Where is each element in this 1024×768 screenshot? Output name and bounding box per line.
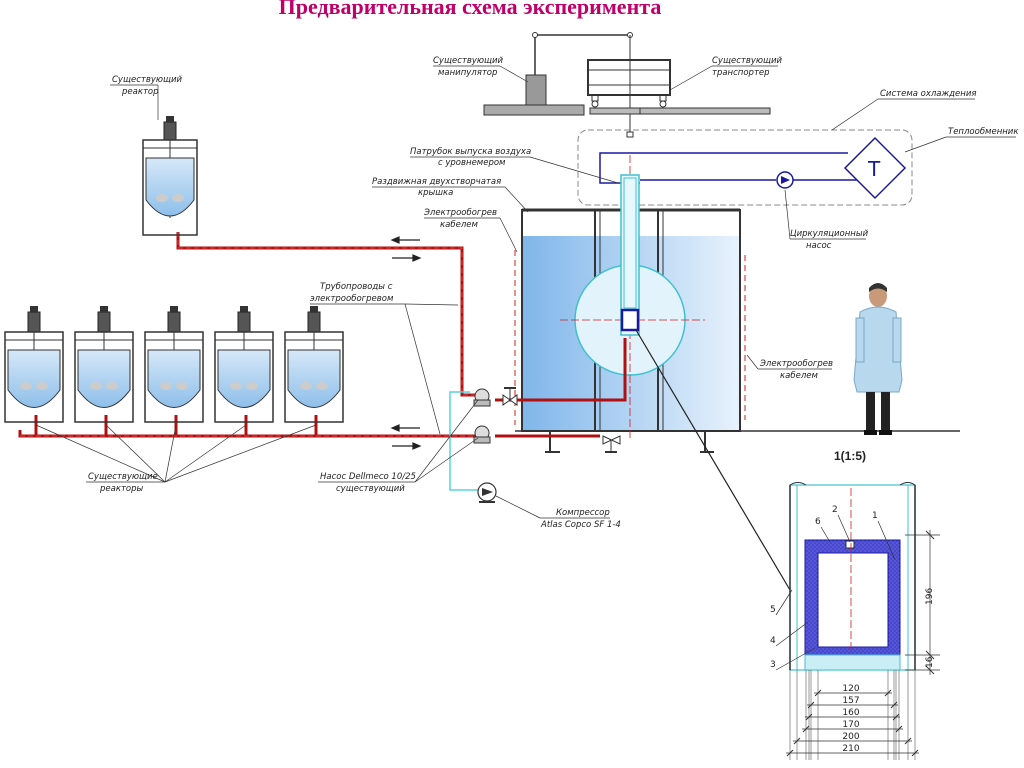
svg-text:Существующий: Существующий [112,75,183,85]
svg-text:Патрубок выпуска воздуха: Патрубок выпуска воздуха [410,147,531,157]
cooling-system: T [577,129,913,206]
svg-text:Компрессор: Компрессор [556,508,610,518]
detail-dim-160: 160 [805,708,900,721]
svg-text:Система охлаждения: Система охлаждения [880,89,976,99]
svg-text:существующий: существующий [336,484,405,494]
svg-text:Электрообогрев: Электрообогрев [423,208,497,218]
detail-title: 1(1:5) [834,449,866,463]
reactor-3 [144,306,204,423]
reactor-2 [74,306,134,423]
svg-text:1: 1 [872,511,878,521]
label-existing-conveyor: Существующий транспортер [669,56,783,91]
svg-text:160: 160 [842,708,859,718]
svg-text:5: 5 [770,605,776,615]
reactor-4 [214,306,274,423]
svg-text:Циркуляционный: Циркуляционный [790,229,869,239]
label-existing-reactors: Существующие реакторы [35,424,317,494]
svg-text:6: 6 [815,517,821,527]
svg-text:170: 170 [842,720,859,730]
svg-text:210: 210 [842,744,859,754]
label-sliding-lid: Раздвижная двухстворчатая крышка [372,177,529,213]
svg-text:Существующий: Существующий [433,56,504,66]
detail-callout-5: 5 [770,589,793,616]
detail-section: 1(1:5) 196 16 1 2 3 4 5 6 120 157 160 170 200 210 [770,449,940,760]
air-line [449,391,478,491]
heat-exchanger-icon [843,136,907,200]
compressor-icon [477,482,497,503]
svg-text:насос: насос [806,241,832,251]
label-existing-reactor: Существующий реактор [110,75,183,120]
reactor-1 [4,306,64,423]
svg-text:Теплообменник: Теплообменник [948,127,1019,137]
detail-callout-1: 1 [872,511,896,561]
svg-text:Раздвижная двухстворчатая: Раздвижная двухстворчатая [372,177,501,187]
svg-text:реакторы: реакторы [99,484,144,494]
svg-text:Atlas Copco SF 1-4: Atlas Copco SF 1-4 [540,520,621,530]
label-circulation-pump: Циркуляционный насос [784,189,869,251]
svg-text:крышка: крышка [418,188,453,198]
svg-text:электрообогревом: электрообогревом [310,294,394,304]
label-cooling-system: Система охлаждения [831,89,976,131]
svg-text:транспортер: транспортер [712,68,770,78]
svg-text:манипулятор: манипулятор [438,68,497,78]
label-pump: Насос Dellmeco 10/25 существующий [318,399,479,494]
manipulator-conveyor [483,32,771,138]
svg-text:2: 2 [832,505,838,515]
dellmeco-pump-upper [473,388,491,407]
detail-callout-4: 4 [770,621,809,647]
svg-text:Трубопроводы с: Трубопроводы с [320,282,393,292]
svg-text:Насос Dellmeco 10/25: Насос Dellmeco 10/25 [320,472,416,482]
label-pipelines: Трубопроводы с электрообогревом [310,282,459,435]
svg-text:157: 157 [842,696,859,706]
page-title: Предварительная схема эксперимента [278,0,662,19]
person-figure [853,283,903,435]
svg-text:Существующий: Существующий [712,56,783,66]
svg-text:кабелем: кабелем [440,220,478,230]
svg-text:196: 196 [925,588,935,605]
label-heat-exchanger: Теплообменник [904,127,1019,153]
existing-reactors-row [4,306,344,423]
dellmeco-pump-lower [473,425,491,444]
svg-text:T: T [867,157,881,181]
label-heating-right: Электрообогрев кабелем [746,354,833,381]
svg-text:Электрообогрев: Электрообогрев [759,359,833,369]
existing-reactor-top [142,116,198,236]
svg-text:120: 120 [842,684,859,694]
svg-text:кабелем: кабелем [780,371,818,381]
svg-text:Существующие: Существующие [88,472,158,482]
svg-text:3: 3 [770,660,776,670]
label-compressor: Компрессор Atlas Copco SF 1-4 [495,495,621,530]
svg-text:реактор: реактор [121,87,159,97]
valve-upper [502,387,518,406]
heated-pipelines-core [20,232,478,437]
detail-dim-120: 120 [814,684,892,697]
detail-callout-3: 3 [770,647,816,671]
detail-callout-2: 2 [832,505,851,543]
svg-text:16: 16 [925,656,935,668]
detail-leader [635,329,791,591]
label-existing-manipulator: Существующий манипулятор [433,56,529,83]
label-heating-left: Электрообогрев кабелем [423,208,518,253]
detail-dim-157: 157 [807,696,898,709]
experimental-tank [515,155,960,453]
svg-text:200: 200 [842,732,859,742]
detail-callout-6: 6 [815,517,831,543]
flow-arrows [390,236,422,450]
svg-text:с уровнемером: с уровнемером [438,158,506,168]
svg-text:4: 4 [770,636,776,646]
label-air-outlet: Патрубок выпуска воздуха с уровнемером [410,147,619,184]
reactor-5 [284,306,344,423]
